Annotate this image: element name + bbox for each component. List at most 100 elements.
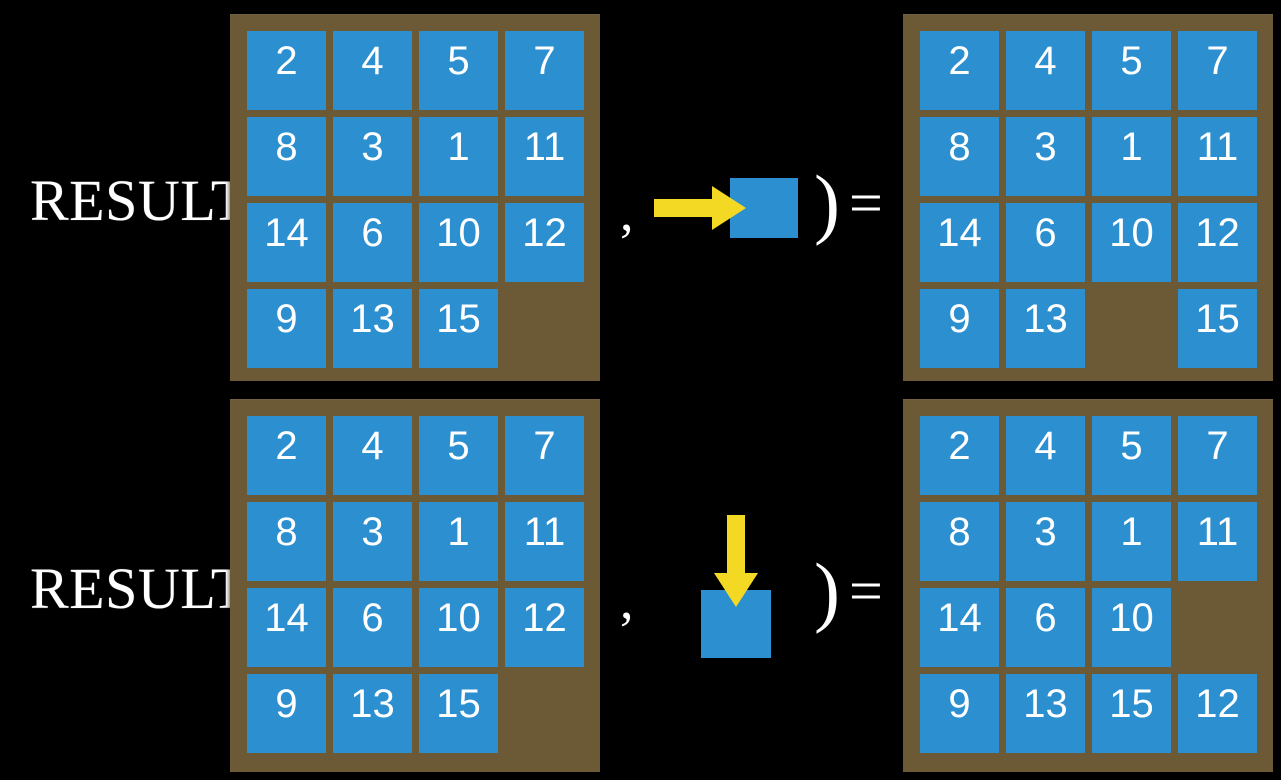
puzzle-tile[interactable]: 15 — [419, 289, 498, 368]
puzzle-tile[interactable]: 9 — [247, 289, 326, 368]
tile-number: 10 — [436, 211, 481, 255]
tile-face: 9 — [247, 674, 326, 753]
puzzle-tile[interactable]: 12 — [505, 203, 584, 282]
puzzle-tile[interactable]: 4 — [333, 416, 412, 495]
puzzle-tile[interactable]: 11 — [505, 502, 584, 581]
tile-number: 2 — [948, 424, 971, 468]
puzzle-tile[interactable]: 1 — [1092, 502, 1171, 581]
tile-face: 1 — [419, 117, 498, 196]
puzzle-tile[interactable]: 8 — [920, 117, 999, 196]
puzzle-tile[interactable]: 12 — [1178, 674, 1257, 753]
puzzle-tile[interactable]: 2 — [247, 416, 326, 495]
tile-face: 14 — [920, 203, 999, 282]
empty-slot — [1092, 289, 1171, 368]
puzzle-tile[interactable]: 13 — [1006, 289, 1085, 368]
puzzle-tile[interactable]: 2 — [247, 31, 326, 110]
puzzle-tile[interactable]: 10 — [419, 588, 498, 667]
tile-face: 8 — [920, 502, 999, 581]
puzzle-tile[interactable]: 4 — [333, 31, 412, 110]
puzzle-tile[interactable]: 10 — [1092, 588, 1171, 667]
puzzle-tile[interactable]: 11 — [1178, 117, 1257, 196]
puzzle-tile[interactable]: 3 — [333, 117, 412, 196]
puzzle-tile[interactable]: 10 — [419, 203, 498, 282]
puzzle-tile[interactable]: 4 — [1006, 31, 1085, 110]
puzzle-tile[interactable]: 13 — [1006, 674, 1085, 753]
puzzle-tile[interactable]: 15 — [1178, 289, 1257, 368]
puzzle-tile[interactable]: 3 — [1006, 502, 1085, 581]
tile-face: 4 — [333, 31, 412, 110]
puzzle-tile[interactable]: 11 — [1178, 502, 1257, 581]
tile-number: 9 — [275, 682, 298, 726]
puzzle-tile[interactable]: 13 — [333, 289, 412, 368]
puzzle-tile[interactable]: 1 — [1092, 117, 1171, 196]
puzzle-tile[interactable]: 1 — [419, 502, 498, 581]
tile-face: 12 — [1178, 674, 1257, 753]
puzzle-tile[interactable]: 15 — [1092, 674, 1171, 753]
puzzle-tile[interactable]: 7 — [1178, 31, 1257, 110]
empty-slot-face — [1092, 289, 1171, 368]
puzzle-tile[interactable]: 6 — [333, 203, 412, 282]
puzzle-tile[interactable]: 13 — [333, 674, 412, 753]
empty-slot-face — [1178, 588, 1257, 667]
tile-number: 12 — [522, 596, 567, 640]
tile-number: 13 — [1023, 682, 1068, 726]
puzzle-tile[interactable]: 8 — [247, 502, 326, 581]
tile-number: 5 — [1120, 424, 1143, 468]
puzzle-tile[interactable]: 12 — [1178, 203, 1257, 282]
result-label-bottom: RESULT( — [30, 556, 267, 621]
tile-number: 15 — [1195, 297, 1240, 341]
puzzle-tile[interactable]: 9 — [247, 674, 326, 753]
puzzle-tile[interactable]: 2 — [920, 31, 999, 110]
puzzle-tile[interactable]: 5 — [419, 31, 498, 110]
tile-number: 12 — [1195, 682, 1240, 726]
empty-slot — [505, 289, 584, 368]
puzzle-tile[interactable]: 1 — [419, 117, 498, 196]
tile-face: 9 — [920, 674, 999, 753]
puzzle-tile[interactable]: 6 — [1006, 203, 1085, 282]
puzzle-tile[interactable]: 14 — [247, 203, 326, 282]
tile-number: 2 — [275, 424, 298, 468]
puzzle-tile[interactable]: 9 — [920, 289, 999, 368]
tile-number: 11 — [523, 125, 566, 169]
tile-face: 10 — [419, 588, 498, 667]
puzzle-tile[interactable]: 4 — [1006, 416, 1085, 495]
tile-number: 10 — [1109, 596, 1154, 640]
tile-face: 1 — [419, 502, 498, 581]
puzzle-tile[interactable]: 3 — [1006, 117, 1085, 196]
puzzle-tile[interactable]: 7 — [505, 416, 584, 495]
puzzle-tile[interactable]: 12 — [505, 588, 584, 667]
equals-sign-top: = — [849, 170, 883, 236]
puzzle-tile[interactable]: 15 — [419, 674, 498, 753]
tile-face: 7 — [1178, 416, 1257, 495]
tile-number: 1 — [1120, 510, 1143, 554]
puzzle-tile[interactable]: 5 — [419, 416, 498, 495]
puzzle-tile[interactable]: 2 — [920, 416, 999, 495]
puzzle-tile[interactable]: 14 — [920, 203, 999, 282]
puzzle-tile[interactable]: 5 — [1092, 416, 1171, 495]
tile-face: 15 — [419, 289, 498, 368]
puzzle-tile[interactable]: 14 — [920, 588, 999, 667]
tile-number: 2 — [948, 39, 971, 83]
puzzle-tile[interactable]: 8 — [920, 502, 999, 581]
puzzle-tile[interactable]: 7 — [1178, 416, 1257, 495]
tile-face: 12 — [505, 588, 584, 667]
tile-number: 6 — [1034, 211, 1057, 255]
puzzle-tile[interactable]: 6 — [333, 588, 412, 667]
tile-face: 1 — [1092, 502, 1171, 581]
tile-face: 4 — [1006, 31, 1085, 110]
tile-face: 7 — [1178, 31, 1257, 110]
tile-number: 7 — [1206, 39, 1229, 83]
puzzle-tile[interactable]: 5 — [1092, 31, 1171, 110]
puzzle-tile[interactable]: 11 — [505, 117, 584, 196]
puzzle-tile[interactable]: 9 — [920, 674, 999, 753]
empty-slot — [505, 674, 584, 753]
puzzle-tile[interactable]: 8 — [247, 117, 326, 196]
puzzle-tile[interactable]: 14 — [247, 588, 326, 667]
puzzle-tile[interactable]: 6 — [1006, 588, 1085, 667]
puzzle-tile[interactable]: 7 — [505, 31, 584, 110]
puzzle-tile[interactable]: 10 — [1092, 203, 1171, 282]
puzzle-tile[interactable]: 3 — [333, 502, 412, 581]
